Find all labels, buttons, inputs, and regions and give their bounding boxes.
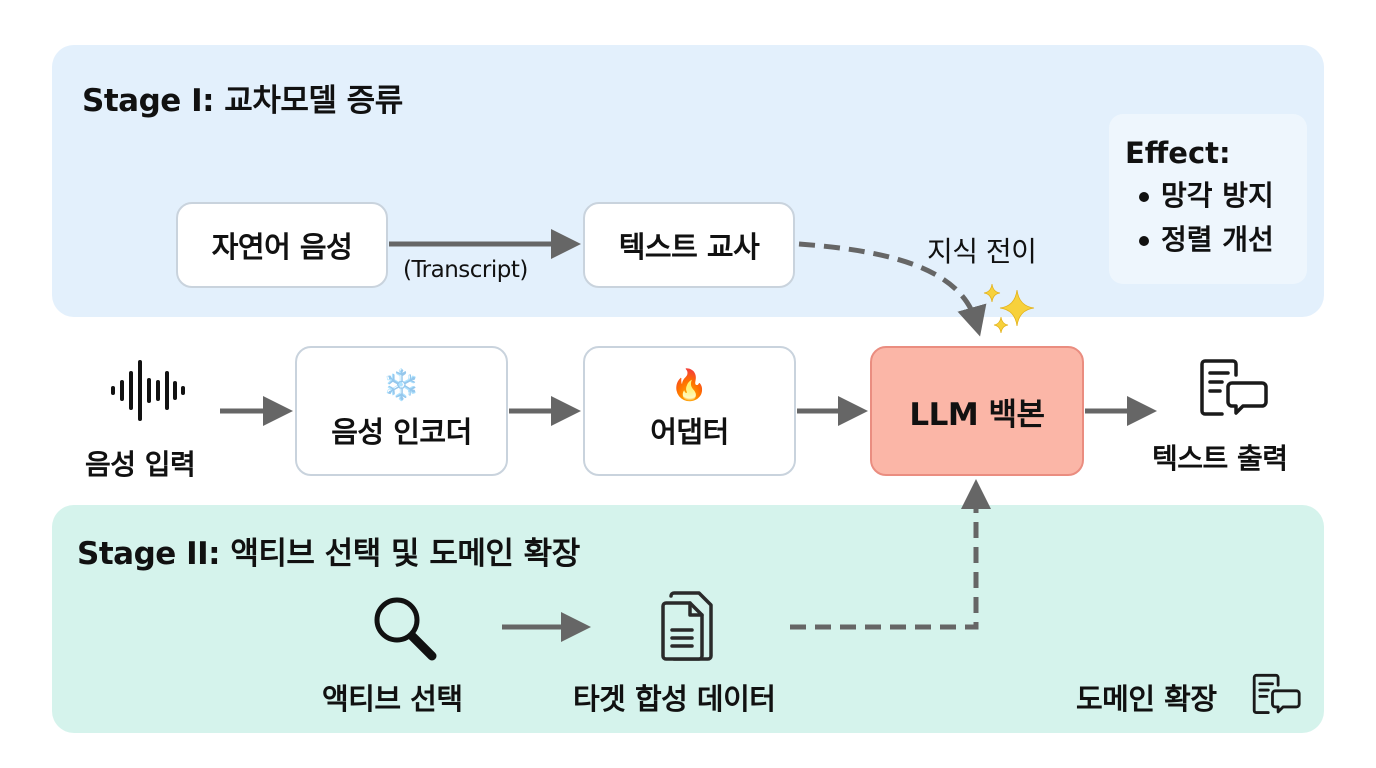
speech-input-label: 음성 입력 bbox=[85, 448, 196, 481]
target-synthetic-data-label: 타겟 합성 데이터 bbox=[573, 682, 776, 716]
speech-encoder-box: ❄️ 음성 인코더 bbox=[295, 346, 508, 476]
domain-extension-label: 도메인 확장 bbox=[1076, 682, 1217, 716]
effect-item: 정렬 개선 bbox=[1125, 218, 1307, 258]
effect-box: Effect: 망각 방지 정렬 개선 bbox=[1109, 114, 1307, 284]
adapter-box: 🔥 어댑터 bbox=[583, 346, 796, 476]
documents-icon bbox=[661, 591, 713, 661]
bullet-icon bbox=[1139, 236, 1149, 246]
natural-speech-box: 자연어 음성 bbox=[176, 202, 388, 288]
speech-encoder-label: 음성 인코더 bbox=[331, 415, 472, 449]
llm-backbone-label: LLM 백본 bbox=[909, 396, 1045, 433]
active-selection-label: 액티브 선택 bbox=[322, 682, 463, 716]
snowflake-icon: ❄️ bbox=[382, 368, 421, 403]
natural-speech-label: 자연어 음성 bbox=[211, 230, 353, 264]
document-chat-icon bbox=[1200, 359, 1268, 416]
llm-backbone-box: LLM 백본 bbox=[870, 346, 1084, 476]
effect-title: Effect: bbox=[1125, 136, 1231, 170]
waveform-icon bbox=[111, 360, 185, 421]
text-output-label: 텍스트 출력 bbox=[1152, 442, 1288, 475]
text-teacher-box: 텍스트 교사 bbox=[583, 202, 795, 288]
stage1-title: Stage I: 교차모델 증류 bbox=[82, 83, 403, 119]
text-teacher-label: 텍스트 교사 bbox=[618, 230, 760, 264]
adapter-label: 어댑터 bbox=[650, 415, 729, 449]
bullet-icon bbox=[1139, 192, 1149, 202]
transcript-label: (Transcript) bbox=[403, 257, 528, 283]
knowledge-transfer-label: 지식 전이 bbox=[927, 235, 1037, 268]
effect-item: 망각 방지 bbox=[1125, 174, 1307, 214]
stage2-title: Stage II: 액티브 선택 및 도메인 확장 bbox=[77, 536, 580, 572]
magnifier-icon bbox=[374, 597, 437, 661]
document-chat-icon bbox=[1252, 673, 1301, 714]
fire-icon: 🔥 bbox=[670, 368, 709, 403]
